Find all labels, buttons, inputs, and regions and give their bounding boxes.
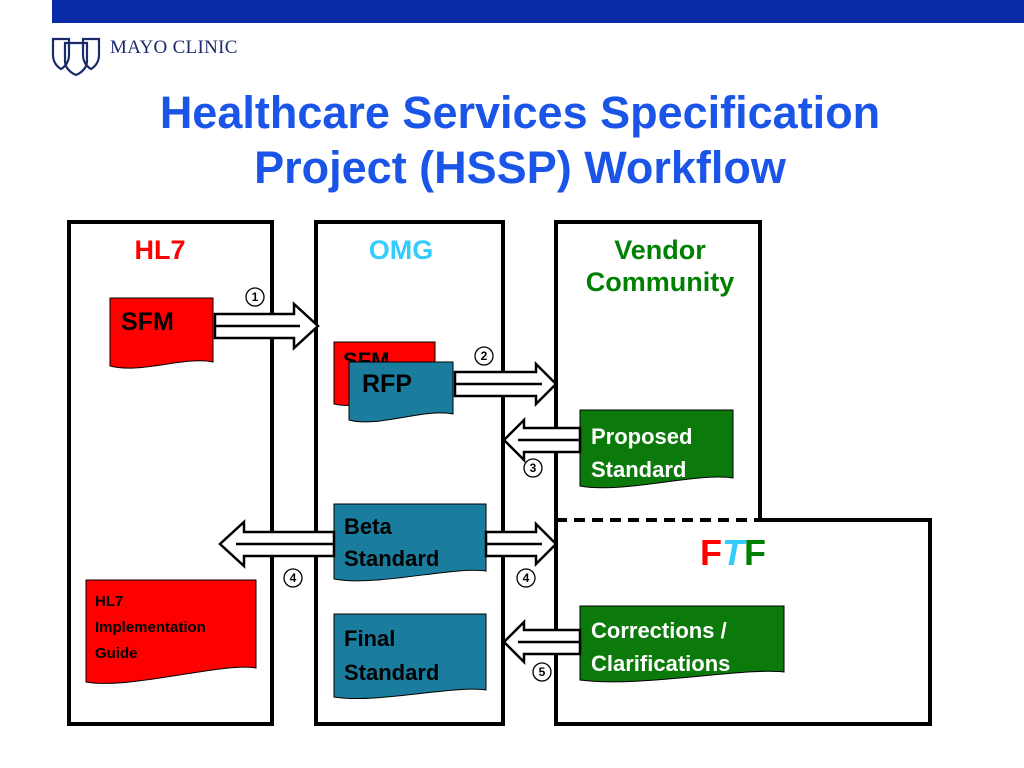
guide-line-3: Guide [95,645,138,662]
beta-standard-line-2: Standard [344,546,440,571]
step-4a-number: 4 [289,571,297,585]
top-banner [52,0,1024,23]
final-standard-document [333,613,487,700]
ftf-box [554,518,932,726]
vendor-heading: Vendor Community [562,234,758,298]
hl7-implementation-guide-label: HL7 Implementation Guide [95,589,206,667]
vendor-column-box [554,220,762,520]
step-5-circle [532,662,552,682]
mayo-clinic-logo: MAYO CLINIC [50,35,260,77]
final-standard-line-1: Final [344,626,396,651]
step-4a-circle [283,568,303,588]
step-3-circle [523,458,543,478]
corrections-clarifications-document [579,605,785,683]
sfm-label: SFM [121,308,174,336]
page-title: Healthcare Services Specification Projec… [60,85,980,195]
hl7-heading: HL7 [134,235,186,265]
ftf-t: T [722,532,744,573]
rfp-label: RFP [362,370,412,398]
corrections-line-2: Clarifications [591,651,731,676]
proposed-standard-label: Proposed Standard [591,420,692,486]
step-1-circle [245,287,265,307]
rfp-document [348,361,454,423]
sfm-behind-label: SFM [343,348,390,362]
ftf-heading: FTF [700,533,766,573]
beta-standard-document [333,503,487,582]
mayo-shields-icon [51,37,101,77]
vendor-heading-line-2: Community [585,267,735,297]
omg-column-box [314,220,505,726]
proposed-standard-line-2: Standard [591,457,687,482]
proposed-standard-document [579,409,734,489]
ftf-f2: F [744,532,766,573]
step-1-number: 1 [251,290,259,304]
final-standard-line-2: Standard [344,660,440,685]
sfm-document [109,297,214,369]
ftf-f1: F [700,532,722,573]
proposed-standard-line-1: Proposed [591,424,693,449]
step-4b-number: 4 [522,571,530,585]
step-2-circle [474,346,494,366]
guide-line-1: HL7 [95,593,124,610]
corrections-label: Corrections / Clarifications [591,614,730,680]
step-4b-circle [516,568,536,588]
step-2-number: 2 [480,349,488,363]
beta-standard-label: Beta Standard [344,511,439,575]
step-3-number: 3 [529,461,537,475]
final-standard-label: Final Standard [344,622,439,690]
vendor-heading-line-1: Vendor [614,235,706,265]
title-line-2: Project (HSSP) Workflow [254,142,786,193]
guide-line-2: Implementation [95,619,206,636]
hl7-implementation-guide-document [85,579,257,684]
omg-heading: OMG [368,235,434,265]
hl7-column-box [67,220,274,726]
beta-standard-line-1: Beta [344,514,392,539]
corrections-line-1: Corrections / [591,618,727,643]
step-5-number: 5 [538,665,546,679]
logo-text: MAYO CLINIC [110,37,238,58]
title-line-1: Healthcare Services Specification [159,87,881,138]
